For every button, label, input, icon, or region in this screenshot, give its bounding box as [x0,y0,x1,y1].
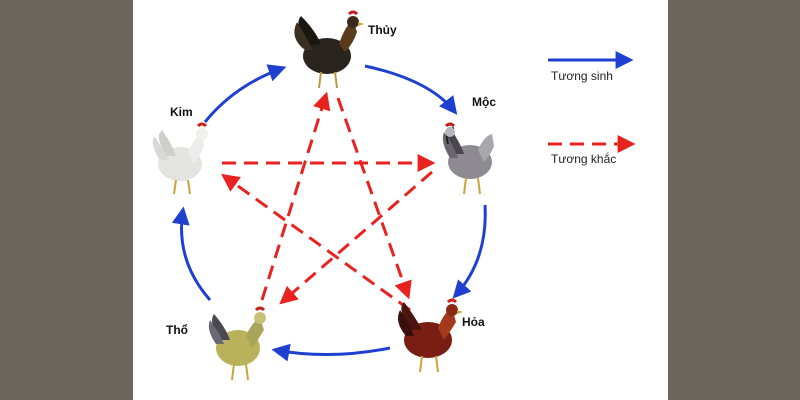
overcoming-star [221,91,436,312]
line-wood-to-earth [279,170,433,305]
generating-cycle [171,64,487,362]
dark-rooster-icon [294,10,364,89]
line-earth-to-water [260,91,331,301]
arc-wood-to-fire [452,204,487,299]
label-water: Thủy [368,23,397,37]
label-earth: Thổ [166,323,188,337]
yellow-rooster-icon [208,306,266,381]
arc-fire-to-earth [271,343,391,362]
label-fire: Hỏa [462,315,485,329]
arc-earth-to-metal [171,206,212,301]
white-rooster-icon [152,122,208,195]
label-metal: Kim [170,105,193,119]
right-border-panel [668,0,800,400]
legend: Tương sinh Tương khắc [548,51,636,166]
grey-rooster-icon [442,122,494,195]
legend-overcoming-label: Tương khắc [551,151,616,166]
line-fire-to-metal [221,173,411,312]
left-border-panel [0,0,133,400]
arc-metal-to-water [203,64,287,123]
label-wood: Mộc [472,95,496,109]
line-water-to-fire [336,97,412,300]
arc-water-to-wood [364,64,458,115]
red-rooster-icon [398,298,463,373]
legend-generating-label: Tương sinh [551,69,613,83]
